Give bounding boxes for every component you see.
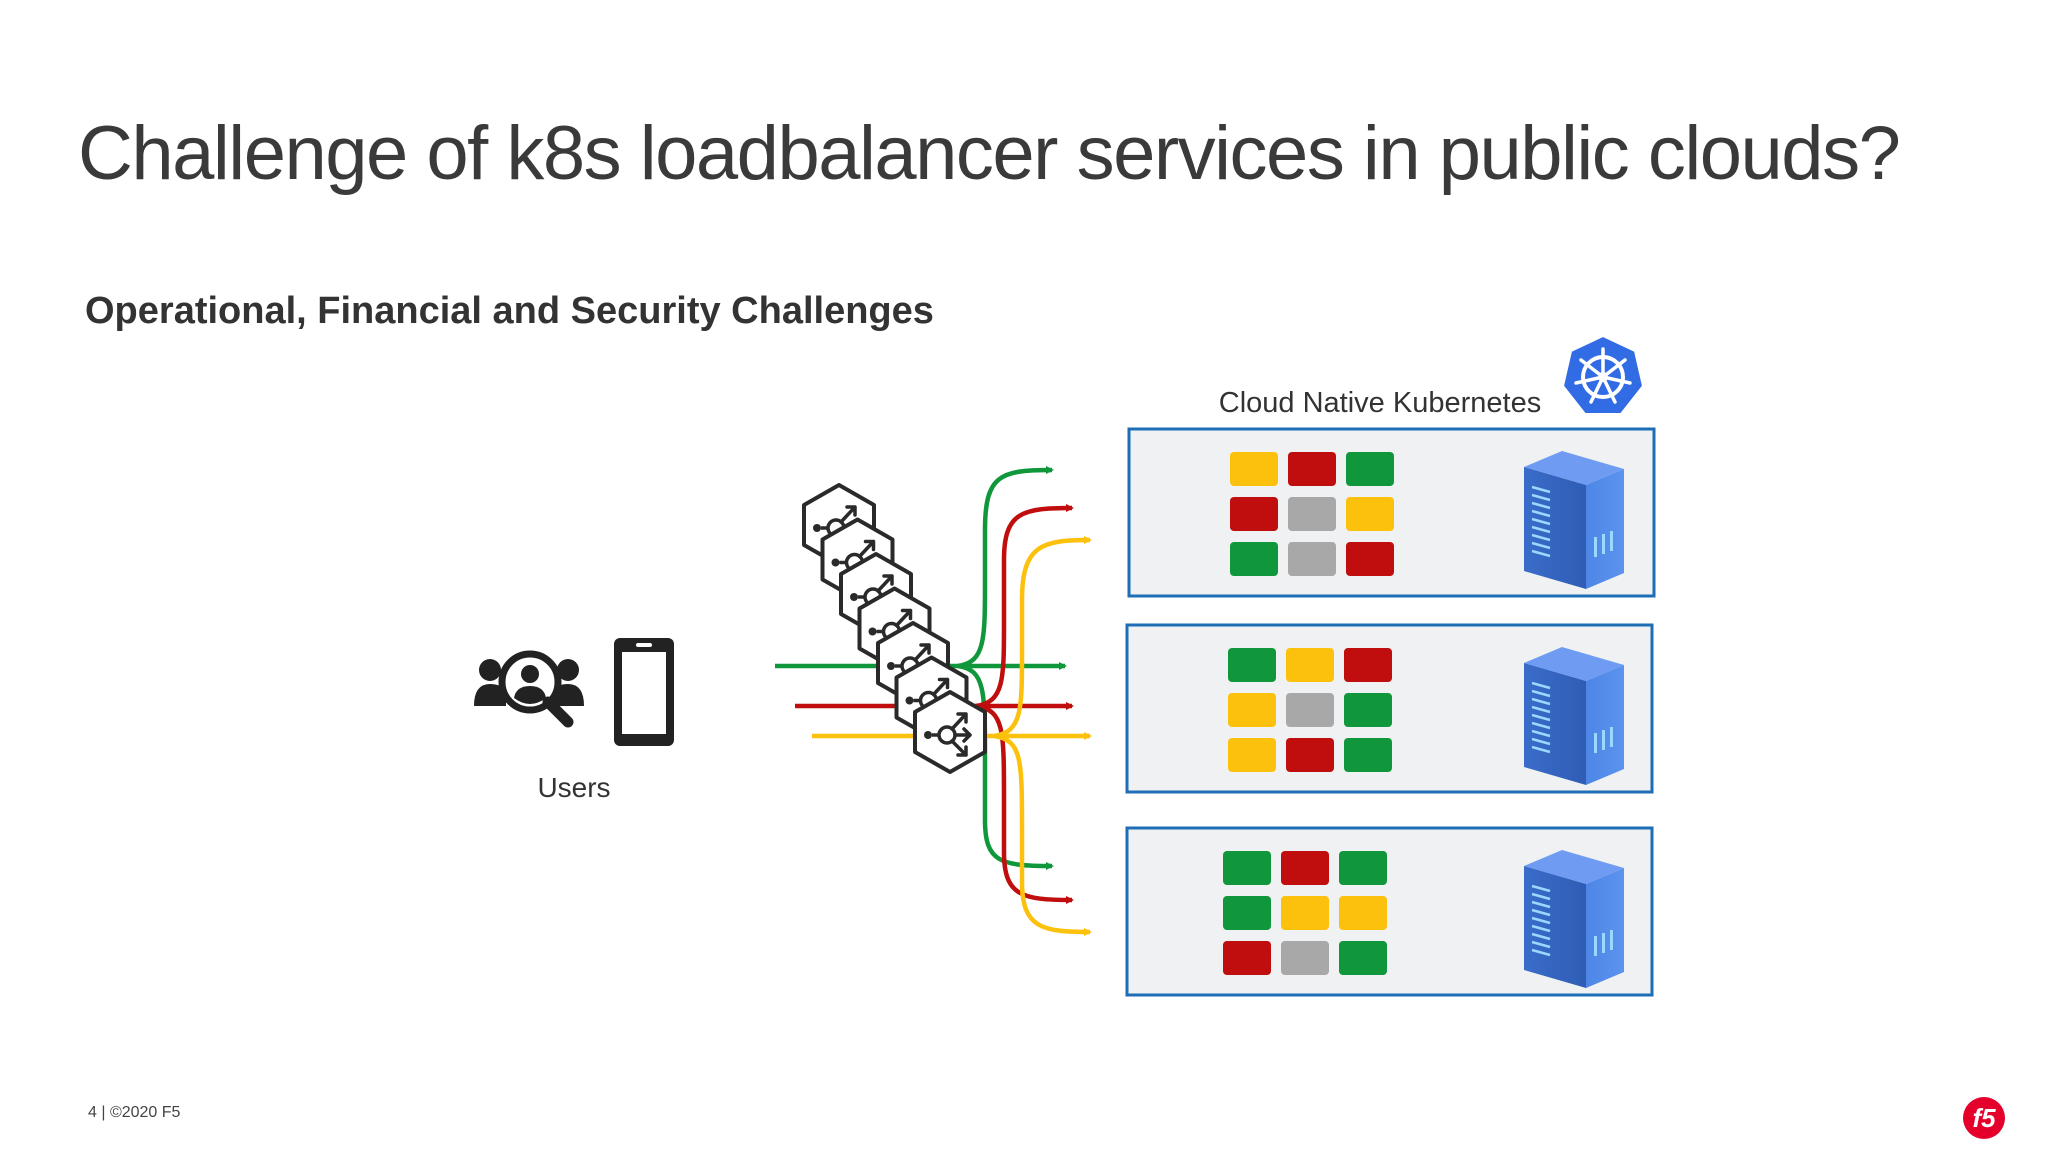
cluster-node-1 <box>1127 427 1656 598</box>
cluster-label: Cloud Native Kubernetes <box>1219 387 1541 419</box>
smartphone-icon <box>614 638 674 746</box>
pod-red <box>1346 542 1394 576</box>
pod-gray <box>1288 497 1336 531</box>
pod-green <box>1346 452 1394 486</box>
users-search-icon <box>474 650 584 728</box>
pod-yellow <box>1339 896 1387 930</box>
pod-green <box>1339 851 1387 885</box>
footer-page-copyright: 4 | ©2020 F5 <box>88 1104 181 1121</box>
server-rack-icon <box>1524 451 1624 589</box>
server-rack-icon <box>1524 850 1624 988</box>
slide-title: Challenge of k8s loadbalancer services i… <box>78 111 1901 196</box>
pod-gray <box>1281 941 1329 975</box>
svg-text:f5: f5 <box>1972 1103 1996 1133</box>
pod-green <box>1223 896 1271 930</box>
server-rack-icon <box>1524 647 1624 785</box>
f5-logo-icon: f5 <box>1963 1097 2005 1139</box>
pod-yellow <box>1230 452 1278 486</box>
pod-green <box>1223 851 1271 885</box>
flow-yellow-1 <box>993 536 1092 739</box>
pod-gray <box>1288 542 1336 576</box>
kubernetes-logo-icon <box>1561 334 1645 415</box>
cluster-nodes <box>1125 427 1656 997</box>
load-balancer-hexagon-icon <box>913 690 987 774</box>
pod-green <box>1344 693 1392 727</box>
cluster-node-3 <box>1125 826 1654 997</box>
pod-yellow <box>1228 738 1276 772</box>
pod-green <box>1339 941 1387 975</box>
flow-green-2 <box>957 663 1054 870</box>
pod-red <box>1223 941 1271 975</box>
pod-green <box>1344 738 1392 772</box>
slide-subtitle: Operational, Financial and Security Chal… <box>85 290 934 332</box>
pod-gray <box>1286 693 1334 727</box>
pod-green <box>1230 542 1278 576</box>
flow-yellow-2 <box>993 733 1092 936</box>
load-balancer-stack <box>802 483 987 774</box>
flow-red-2 <box>975 703 1074 904</box>
users-label: Users <box>537 772 610 803</box>
pod-yellow <box>1286 648 1334 682</box>
pod-red <box>1344 648 1392 682</box>
pod-red <box>1281 851 1329 885</box>
pod-yellow <box>1281 896 1329 930</box>
pod-yellow <box>1228 693 1276 727</box>
pod-red <box>1288 452 1336 486</box>
flow-green-1 <box>957 466 1054 669</box>
pod-red <box>1230 497 1278 531</box>
cluster-node-2 <box>1125 623 1654 794</box>
pod-yellow <box>1346 497 1394 531</box>
pod-red <box>1286 738 1334 772</box>
pod-green <box>1228 648 1276 682</box>
flow-red-1 <box>975 504 1074 709</box>
